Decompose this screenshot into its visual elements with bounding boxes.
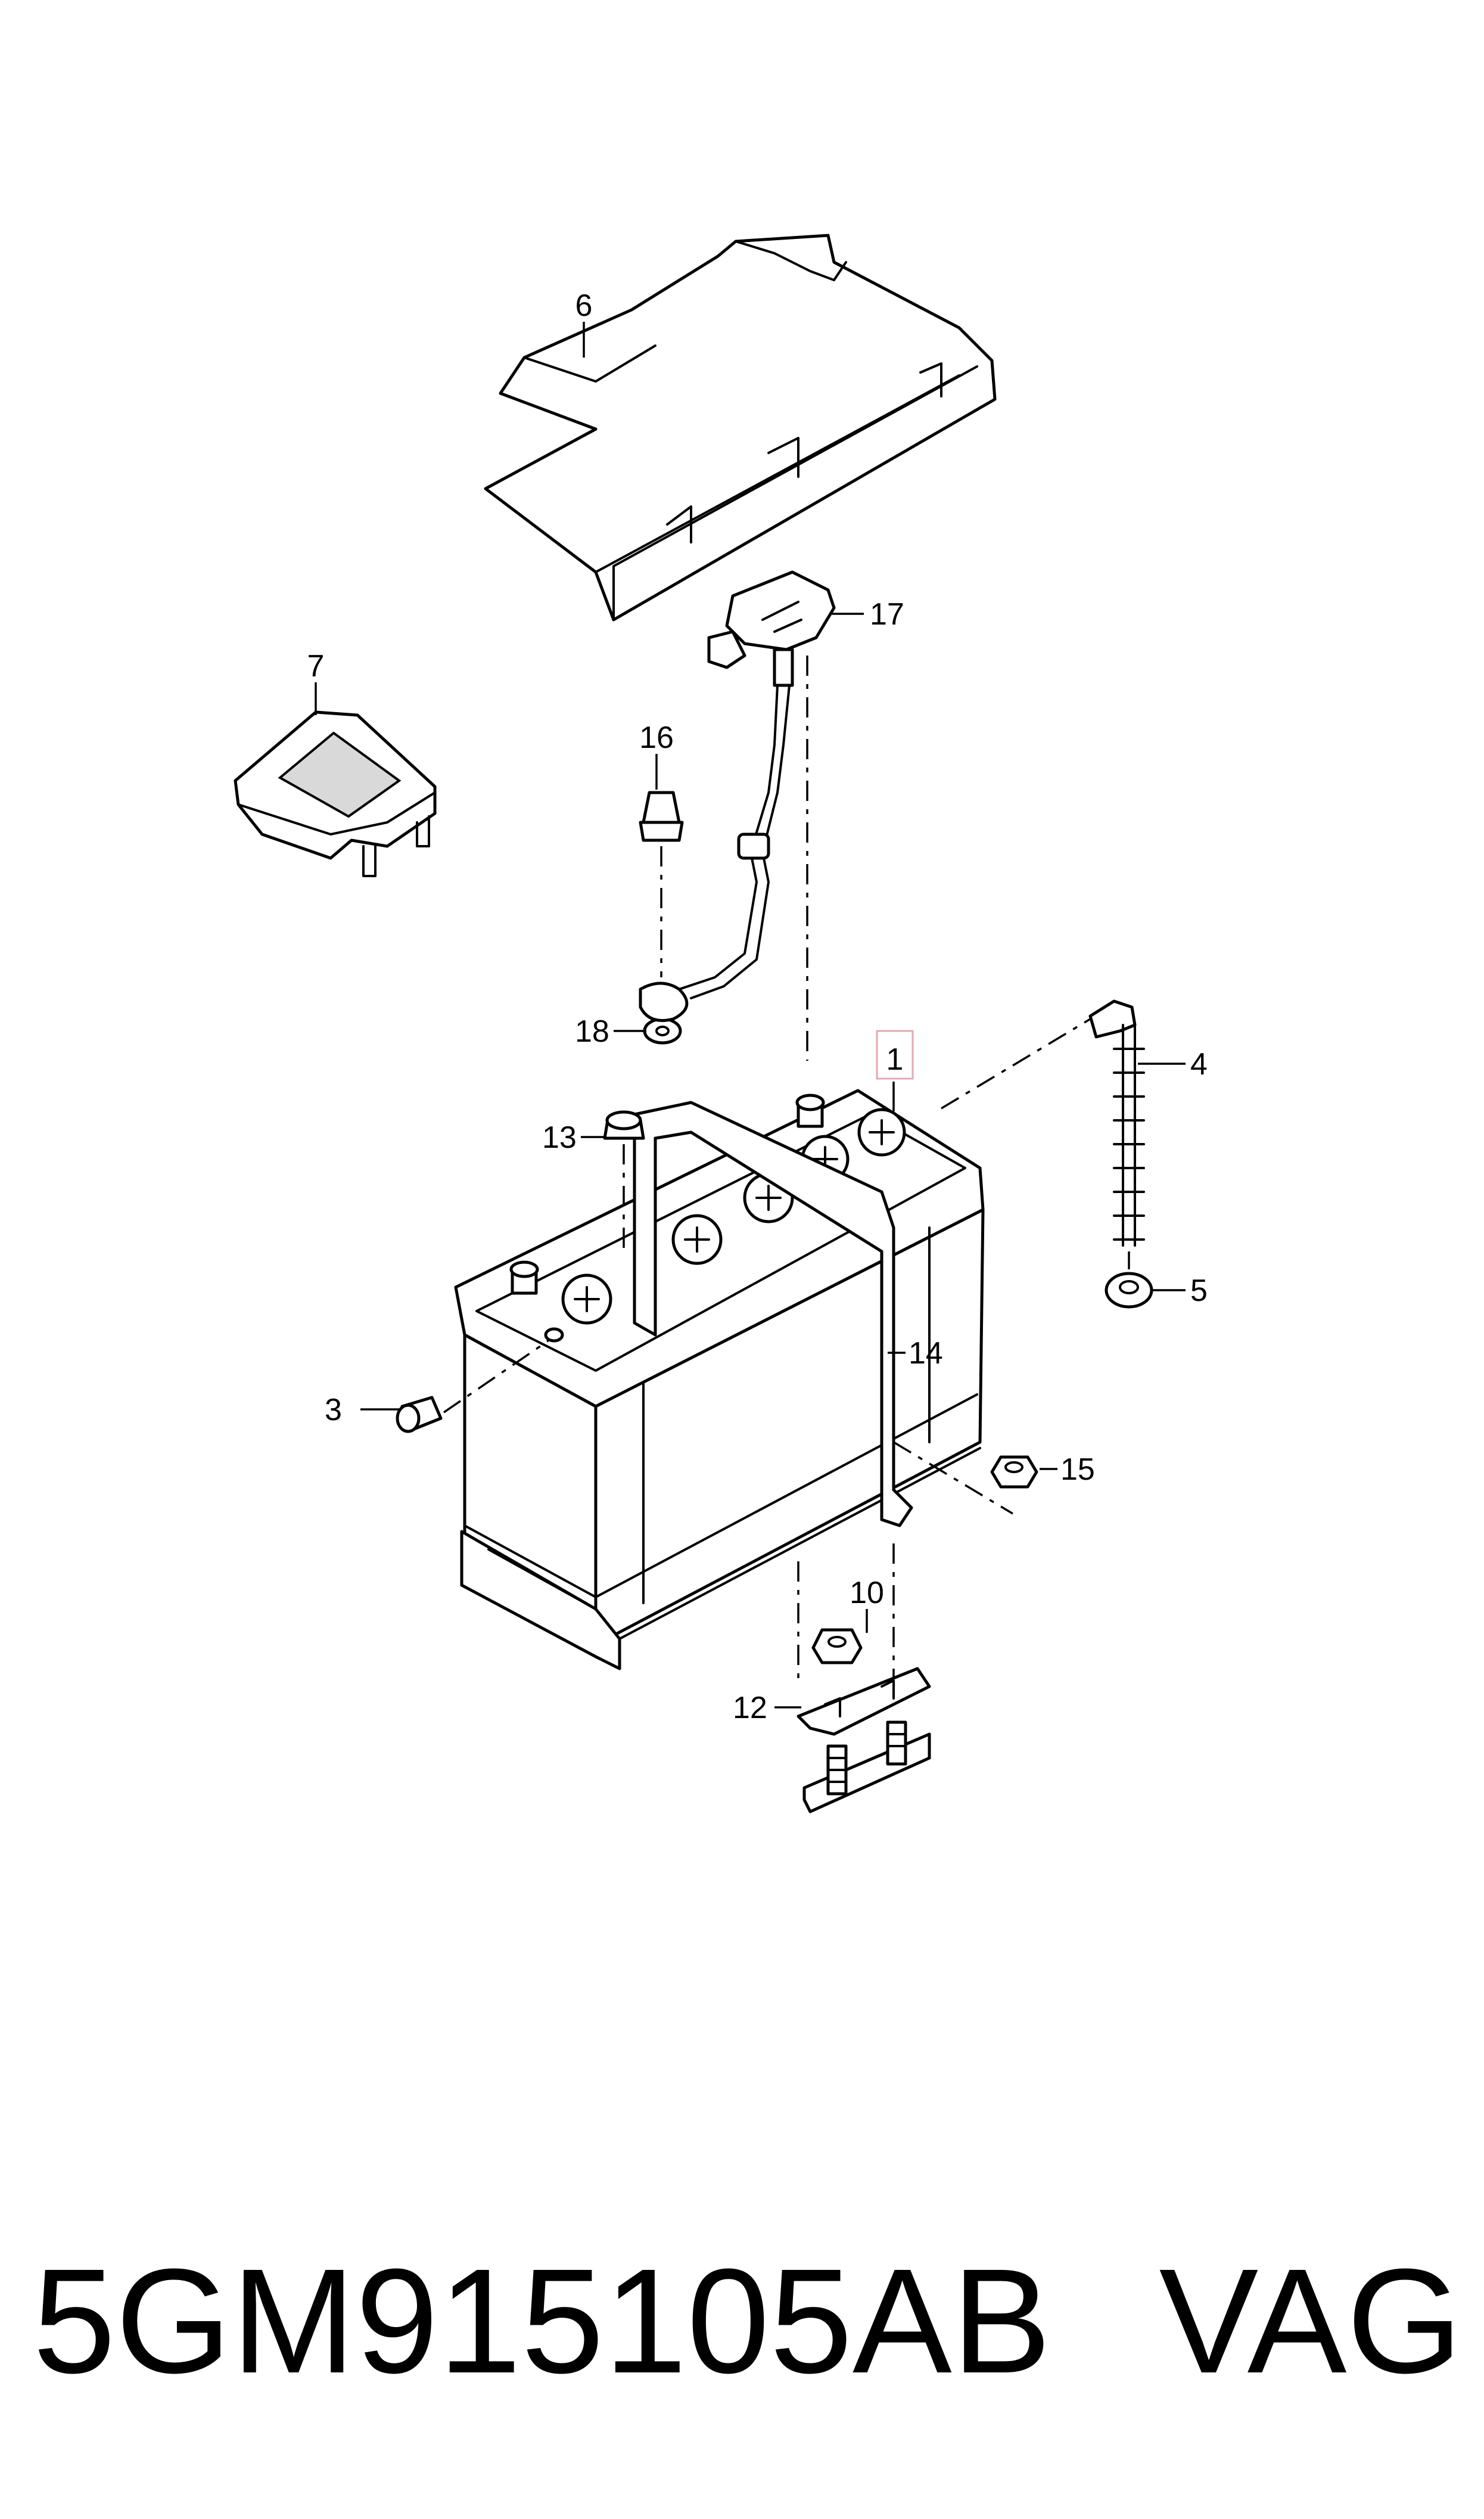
battery — [454, 1089, 985, 1670]
positive-cable — [941, 999, 1145, 1269]
battery-cover — [484, 234, 997, 622]
callout-16: 16 — [639, 720, 674, 755]
callout-7: 7 — [307, 649, 325, 684]
grommet — [1105, 1272, 1153, 1309]
part-number: 5GM915105AB — [33, 2238, 1051, 2404]
callout-17: 17 — [870, 597, 904, 632]
mounting-bracket — [797, 1667, 931, 1813]
leader-lines — [315, 322, 1186, 1709]
terminal-cover — [234, 710, 437, 877]
callout-labels: 6 7 16 17 18 1 4 5 13 3 14 15 10 12 — [307, 288, 1208, 1725]
callout-6: 6 — [575, 288, 593, 323]
caption: 5GM915105AB VAG — [33, 2232, 1463, 2411]
callout-13: 13 — [542, 1120, 577, 1155]
callout-1: 1 — [886, 1042, 904, 1077]
bolt — [603, 1110, 645, 1251]
callout-18: 18 — [575, 1014, 609, 1049]
brand-name: VAG — [1159, 2238, 1463, 2404]
callout-10: 10 — [850, 1576, 884, 1610]
ground-cable — [639, 684, 791, 1022]
callout-4: 4 — [1190, 1047, 1208, 1082]
terminal-clamp — [707, 570, 836, 1061]
callout-12: 12 — [733, 1691, 767, 1725]
callout-highlight-box — [876, 1030, 914, 1080]
hold-down-strap — [633, 1101, 913, 1527]
nut — [893, 1441, 1038, 1515]
vent-plug — [396, 1340, 549, 1433]
callout-5: 5 — [1190, 1274, 1208, 1308]
ground-bolt — [639, 791, 684, 1045]
mounting-nut — [797, 1543, 895, 1692]
callout-15: 15 — [1060, 1452, 1095, 1487]
callout-3: 3 — [325, 1393, 342, 1427]
callout-14: 14 — [909, 1336, 943, 1371]
